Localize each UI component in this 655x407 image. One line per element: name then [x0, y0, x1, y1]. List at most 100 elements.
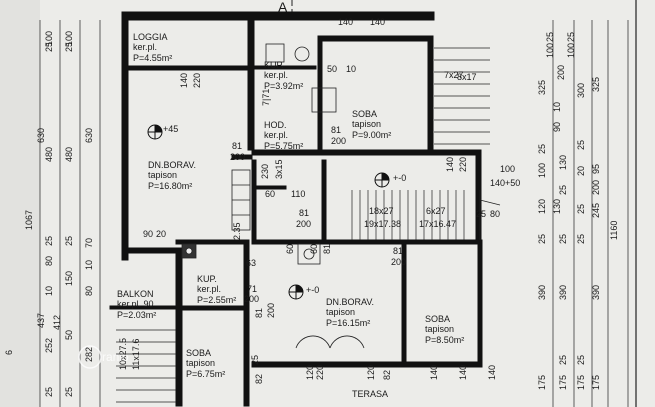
level-mark: +45 — [163, 124, 178, 134]
room-name-kup-top: KUP. — [264, 60, 284, 70]
level-labels: +45+-0+-0 — [163, 124, 406, 295]
dimension-label: 200 — [331, 136, 346, 146]
dimension-label: 60 — [309, 244, 319, 254]
dimension-label: 60 — [265, 189, 275, 199]
dimension-label: 25 — [64, 42, 74, 52]
dimension-label: 200 — [556, 65, 566, 80]
dimension-label: 20 — [156, 229, 166, 239]
room-area-soba-right: P=8.50m² — [425, 335, 464, 345]
dimension-label: 140 — [370, 17, 385, 27]
dimension-label: 130 — [552, 199, 562, 214]
dimension-label: 25 — [576, 140, 586, 150]
dimension-label: 175 — [558, 375, 568, 390]
dimension-label: 390 — [591, 285, 601, 300]
dimension-label: 1067 — [24, 210, 34, 230]
dimension-label: 71 — [247, 284, 257, 294]
dimension-label: 150 — [64, 271, 74, 286]
dimension-label: 81 — [322, 244, 332, 254]
room-name-kup-mid: KUP. — [197, 274, 217, 284]
room-area-soba-bot: P=6.75m² — [186, 369, 225, 379]
room-name-dnborav-bot: DN.BORAV. — [326, 297, 374, 307]
dimension-label: 325 — [591, 77, 601, 92]
dimension-label: 25 — [558, 234, 568, 244]
room-area-dnborav-top: P=16.80m² — [148, 181, 192, 191]
level-mark: +-0 — [393, 173, 406, 183]
dimension-label: 437 — [36, 313, 46, 328]
dimension-label: 70 — [84, 238, 94, 248]
dimension-label: 20 — [576, 166, 586, 176]
dimension-label: 7|71 — [261, 89, 271, 106]
dimension-label: 100 — [44, 31, 54, 46]
dimension-label: 120 — [366, 365, 376, 380]
dimension-label: 200 — [296, 219, 311, 229]
room-floor-loggia: ker.pl. — [133, 42, 157, 52]
dimension-label: 390 — [537, 285, 547, 300]
room-name-soba-top: SOBA — [352, 109, 377, 119]
dimension-label: 25 — [558, 355, 568, 365]
dimension-label: 80 — [44, 256, 54, 266]
dimension-label: 100 — [64, 31, 74, 46]
dimension-label: 6 — [4, 350, 14, 355]
room-area-kup-mid: P=2.55m² — [197, 295, 236, 305]
room-name-dnborav-top: DN.BORAV. — [148, 160, 196, 170]
room-floor-soba-right: tapison — [425, 324, 454, 334]
room-name-balkon: BALKON — [117, 289, 154, 299]
dimension-label: 220 — [458, 157, 468, 172]
dimension-label: 90 — [552, 122, 562, 132]
room-area-soba-top: P=9.00m² — [352, 130, 391, 140]
room-floor-kup-top: ker.pl. — [264, 70, 288, 80]
dimension-label: 25 — [44, 42, 54, 52]
room-area-balkon: P=2.03m² — [117, 310, 156, 320]
dimension-label: 80 — [84, 286, 94, 296]
dimension-label: 25 — [566, 32, 576, 42]
dimension-label: 25 — [576, 204, 586, 214]
watermark: ranio — [78, 345, 129, 369]
room-name-loggia: LOGGIA — [133, 32, 168, 42]
room-area-dnborav-bot: P=16.15m² — [326, 318, 370, 328]
dimension-label: 25 — [476, 209, 486, 219]
dimension-label: 390 — [558, 285, 568, 300]
dimension-label: 200 — [391, 257, 406, 267]
dimension-label: 480 — [44, 147, 54, 162]
dimension-label: 140 — [429, 365, 439, 380]
dimension-label: 200 — [266, 303, 276, 318]
dimension-label: 63 — [246, 258, 256, 268]
dimension-label: 220 — [315, 365, 325, 380]
dimension-label: 130 — [558, 155, 568, 170]
level-symbols — [147, 124, 390, 300]
dimension-label: 6x27 — [426, 206, 446, 216]
dimension-label: 18x27 — [369, 206, 394, 216]
dimension-label: 230 — [260, 164, 270, 179]
dimension-label: 140 — [338, 17, 353, 27]
room-name-hod: HOD. — [264, 120, 287, 130]
dimension-label: 100 — [545, 43, 555, 58]
dimension-label: 11x17.6 — [131, 339, 141, 370]
dimension-label: 412 — [52, 315, 62, 330]
watermark-text: ranio — [102, 350, 129, 364]
dimension-label: 282 — [84, 347, 94, 362]
dimension-label: 81 — [299, 208, 309, 218]
room-name-soba-right: SOBA — [425, 314, 450, 324]
dimension-label: 81 — [232, 141, 242, 151]
dimension-label: 200 — [591, 180, 601, 195]
room-floor-kup-mid: ker.pl. — [197, 284, 221, 294]
dimension-label: 19x17.38 — [364, 219, 401, 229]
room-area-kup-top: P=3.92m² — [264, 81, 303, 91]
dimension-label: 140 — [487, 365, 497, 380]
room-floor-dnborav-top: tapison — [148, 170, 177, 180]
dimension-label: 7x27 — [444, 70, 464, 80]
dimension-label: 10x27.5 — [118, 338, 128, 370]
dimension-label: 175 — [537, 375, 547, 390]
dimension-label: 252 — [44, 338, 54, 353]
dimension-label: 25 — [576, 234, 586, 244]
dimension-label: 82 — [382, 370, 392, 380]
dimension-lines — [39, 0, 637, 407]
room-area-hod: P=5.75m² — [264, 141, 303, 151]
walls — [109, 11, 483, 407]
dimension-label: 100 — [500, 164, 515, 174]
dimension-label: 140+50 — [490, 178, 520, 188]
dimension-label: 10 — [44, 286, 54, 296]
dimension-label: 120 — [305, 365, 315, 380]
